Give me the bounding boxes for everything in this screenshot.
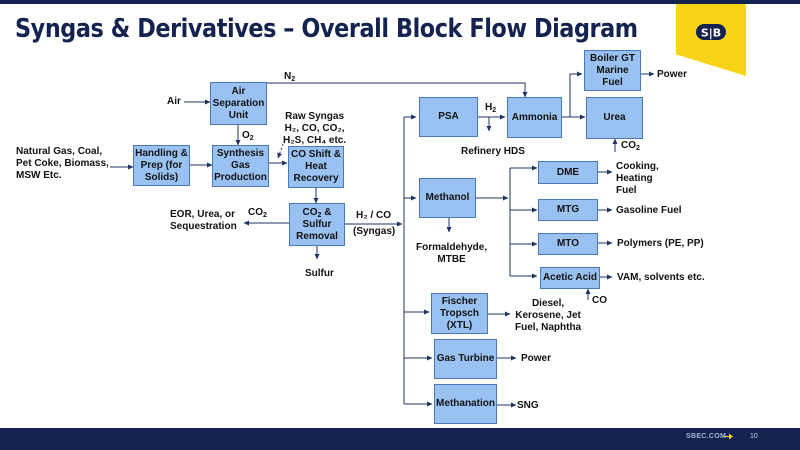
formaldehyde-line-2: MTBE: [437, 254, 466, 265]
label-n2: N2: [284, 71, 295, 83]
arrow-n2-ammonia: [267, 82, 528, 98]
label-o2: O2: [242, 130, 254, 142]
box-co2-sulfur-removal: CO2 & Sulfur Removal: [289, 203, 345, 246]
eor-line-2: Sequestration: [170, 221, 237, 232]
label-co-acetic: CO: [592, 295, 607, 306]
label-feedstock: Natural Gas, Coal, Pet Coke, Biomass, MS…: [16, 146, 109, 182]
feedstock-line-2: Pet Coke, Biomass,: [16, 158, 109, 169]
box-ammonia: Ammonia: [507, 97, 562, 138]
label-air: Air: [167, 96, 181, 107]
label-refinery-hds: Refinery HDS: [461, 146, 525, 157]
cooking-line-3: Fuel: [616, 185, 637, 196]
h2-text: H: [485, 102, 493, 113]
label-power-gt: Power: [521, 353, 552, 364]
label-h2-co: H₂ / CO: [356, 210, 391, 221]
label-sulfur: Sulfur: [305, 268, 334, 279]
formaldehyde-line-1: Formaldehyde,: [416, 242, 488, 253]
box-boiler-gt-marine-fuel: Boiler GT Marine Fuel: [584, 50, 641, 91]
n2-text: N: [284, 71, 292, 82]
label-eor-sequestration: EOR, Urea, or Sequestration: [170, 209, 237, 233]
label-raw-syngas: Raw Syngas H₂, CO, CO₂, H₂S, CH₄ etc.: [283, 111, 346, 147]
box-methanol: Methanol: [419, 178, 476, 218]
o2-sub: 2: [249, 135, 254, 142]
eor-line-1: EOR, Urea, or: [170, 209, 236, 220]
label-sng: SNG: [517, 400, 539, 411]
co2-out-sub: 2: [263, 212, 267, 219]
feedstock-line-3: MSW Etc.: [16, 170, 62, 181]
footer-bar: [0, 428, 800, 450]
ft-products-line-3: Fuel, Naphtha: [515, 322, 582, 333]
ft-products-line-1: Diesel,: [531, 298, 565, 309]
footer-url: SBEC.COM: [686, 433, 727, 440]
box-air-separation-unit: Air Separation Unit: [210, 82, 267, 125]
box-urea: Urea: [586, 97, 643, 139]
label-ft-products: Diesel, Kerosene, Jet Fuel, Naphtha: [515, 298, 581, 334]
svg-text:S|B: S|B: [701, 27, 721, 40]
raw-syngas-comp-1: H₂, CO, CO₂,: [284, 123, 345, 134]
box-co2-text: CO: [302, 206, 318, 218]
box-mto: MTO: [538, 233, 598, 255]
label-gasoline-fuel: Gasoline Fuel: [616, 205, 682, 216]
n2-sub: 2: [291, 76, 296, 83]
cooking-line-1: Cooking,: [616, 161, 659, 172]
cooking-line-2: Heating: [616, 173, 653, 184]
slide-title: Syngas & Derivatives – Overall Block Flo…: [15, 14, 638, 44]
o2-text: O: [242, 130, 250, 141]
label-vam-solvents: VAM, solvents etc.: [617, 272, 705, 283]
box-methanation: Methanation: [434, 384, 497, 424]
arrow-logo-icon: [724, 433, 733, 440]
top-bar: [0, 0, 800, 4]
box-co-shift: CO Shift & Heat Recovery: [288, 146, 344, 188]
co2-urea-text: CO: [621, 140, 636, 151]
label-power-boiler: Power: [657, 69, 688, 80]
box-psa: PSA: [419, 97, 478, 137]
co2-urea-sub: 2: [636, 145, 640, 152]
raw-syngas-pointer: [277, 143, 284, 159]
label-polymers: Polymers (PE, PP): [617, 238, 704, 249]
raw-syngas-comp-2: H₂S, CH₄ etc.: [283, 135, 347, 146]
feedstock-line-1: Natural Gas, Coal,: [16, 146, 103, 157]
label-h2: H2: [485, 102, 496, 114]
label-formaldehyde-mtbe: Formaldehyde, MTBE: [416, 242, 487, 266]
box-acetic-acid: Acetic Acid: [540, 267, 600, 289]
label-co2-out: CO2: [248, 207, 267, 219]
co2-out-text: CO: [248, 207, 263, 218]
label-cooking-heating-fuel: Cooking, Heating Fuel: [616, 161, 659, 197]
h2-sub: 2: [492, 107, 497, 114]
box-handling-prep: Handling & Prep (for Solids): [133, 145, 190, 186]
arrow-ammonia-boiler: [569, 71, 583, 117]
box-gas-turbine: Gas Turbine: [434, 339, 497, 379]
raw-syngas-title: Raw Syngas: [285, 111, 345, 122]
label-syngas: (Syngas): [353, 226, 396, 237]
box-fischer-tropsch: Fischer Tropsch (XTL): [431, 293, 488, 334]
ft-products-line-2: Kerosene, Jet: [515, 310, 581, 321]
box-mtg: MTG: [538, 199, 598, 221]
box-sulfur-text: & Sulfur Removal: [296, 206, 338, 242]
sbec-logo-icon: S|B: [696, 24, 726, 40]
page-number: 10: [750, 433, 758, 440]
label-co2-urea: CO2: [621, 140, 640, 152]
box-synthesis-gas-production: Synthesis Gas Production: [212, 145, 269, 187]
box-co2-sub: 2: [317, 211, 322, 219]
box-dme: DME: [538, 161, 598, 184]
